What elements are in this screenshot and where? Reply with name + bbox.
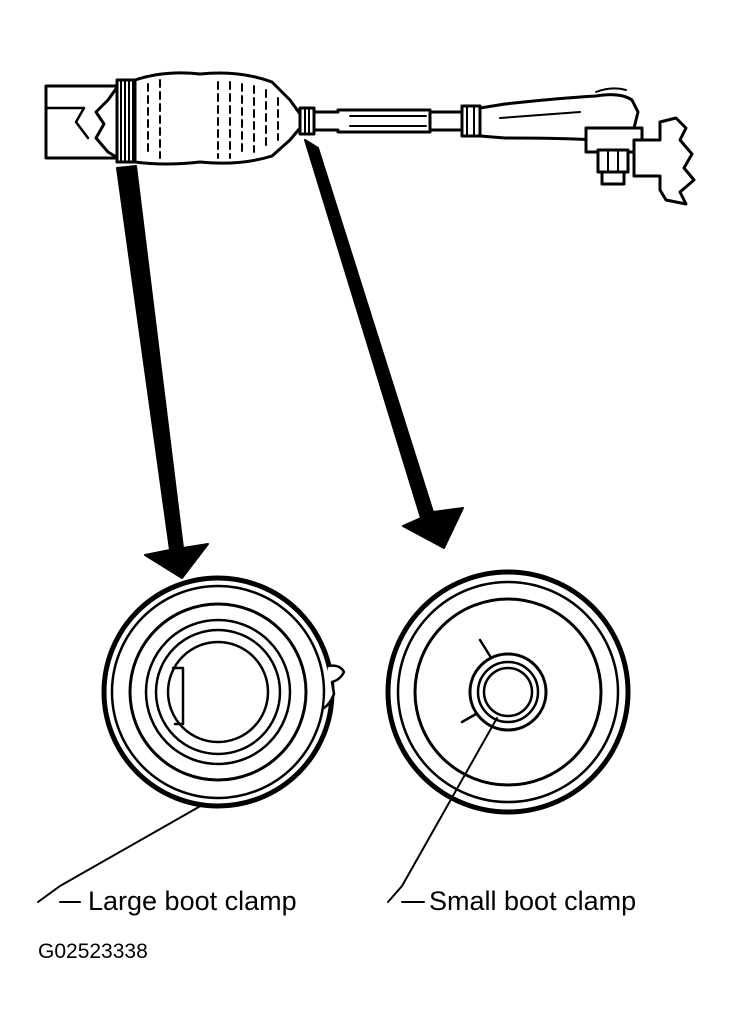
arrow-to-small-clamp: [304, 139, 464, 549]
rubber-boot: [133, 71, 302, 166]
large-boot-clamp-view: [101, 575, 346, 809]
rack-housing: [44, 84, 120, 160]
arrow-to-large-clamp: [116, 165, 209, 579]
label-large-boot-clamp: Large boot clamp: [88, 886, 297, 916]
figure-id: G02523338: [38, 940, 148, 963]
large-clamp-band: [115, 78, 137, 164]
label-small-boot-clamp: Small boot clamp: [429, 886, 637, 916]
small-boot-clamp-view: [385, 569, 631, 815]
steering-knuckle: [632, 116, 696, 206]
small-clamp-band: [298, 106, 316, 136]
leader-line-small: [387, 717, 498, 903]
tie-rod-end: [478, 87, 644, 186]
tie-rod: [312, 104, 482, 138]
leader-line-large: [37, 803, 205, 903]
